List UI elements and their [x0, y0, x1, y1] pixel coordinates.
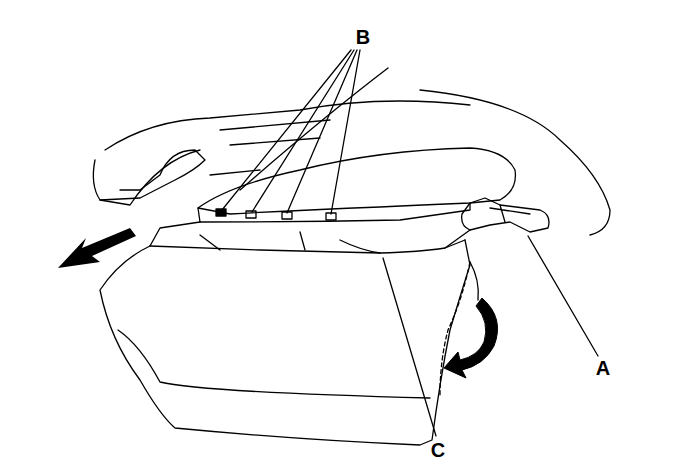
pull-arrow: [58, 228, 136, 268]
bumper-corner: [470, 262, 478, 300]
bumper-face: [100, 240, 470, 445]
hood-edge: [240, 68, 388, 190]
bumper-dashed-edge: [440, 262, 470, 395]
headlight-lower: [198, 203, 470, 222]
bumper-crease: [118, 330, 430, 398]
tab: [246, 211, 256, 218]
side-bracket: [490, 205, 530, 222]
leader-line: [528, 236, 598, 356]
bumper-inner: [200, 232, 380, 253]
grille-opening: [100, 150, 205, 200]
callout-letter: A: [596, 358, 610, 378]
leader-line: [222, 50, 360, 214]
side-bracket: [462, 198, 549, 232]
callout-letter: B: [356, 27, 370, 47]
body-line: [93, 150, 200, 205]
bumper-upper: [150, 222, 470, 248]
body-line: [105, 101, 470, 150]
tab: [216, 209, 226, 216]
bumper-top-edge: [150, 240, 465, 253]
leader-line: [383, 258, 436, 436]
rotate-arrow: [444, 298, 498, 378]
callout-letter: C: [431, 440, 445, 460]
